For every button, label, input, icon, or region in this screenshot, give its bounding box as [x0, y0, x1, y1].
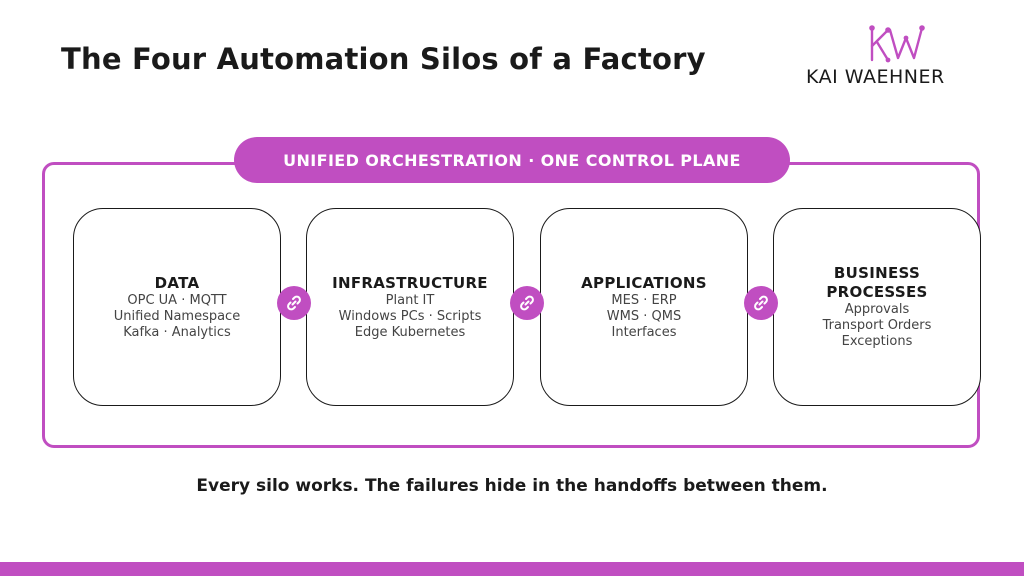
silo-infrastructure: INFRASTRUCTURE Plant IT Windows PCs · Sc…: [306, 208, 514, 406]
silo-title: INFRASTRUCTURE: [332, 273, 488, 292]
silo-detail: OPC UA · MQTT: [127, 292, 227, 308]
brand-logo: KAI WAEHNER: [806, 22, 986, 92]
link-icon: [510, 286, 544, 320]
silo-detail: Interfaces: [611, 324, 677, 340]
footer-caption: Every silo works. The failures hide in t…: [196, 476, 828, 496]
bottom-accent-bar: [0, 562, 1024, 576]
silo-detail: WMS · QMS: [606, 308, 682, 324]
silo-detail: Unified Namespace: [113, 308, 241, 324]
link-icon: [277, 286, 311, 320]
orchestration-banner: UNIFIED ORCHESTRATION · ONE CONTROL PLAN…: [234, 137, 790, 183]
silo-applications: APPLICATIONS MES · ERP WMS · QMS Interfa…: [540, 208, 748, 406]
silo-detail: Kafka · Analytics: [123, 324, 231, 340]
silo-data: DATA OPC UA · MQTT Unified Namespace Kaf…: [73, 208, 281, 406]
silo-title: DATA: [154, 273, 200, 292]
silo-detail: Approvals: [844, 302, 910, 317]
silo-detail: Plant IT: [385, 292, 435, 308]
silo-detail: Transport Orders: [822, 318, 932, 333]
silo-business-processes: BUSINESS PROCESSES Approvals Transport O…: [773, 208, 981, 406]
kw-monogram-icon: [869, 25, 925, 63]
silo-detail: Edge Kubernetes: [354, 324, 466, 340]
page-title: The Four Automation Silos of a Factory: [61, 42, 706, 76]
silo-title: PROCESSES: [826, 283, 928, 301]
silo-detail: MES · ERP: [611, 292, 677, 308]
silo-title: BUSINESS: [833, 264, 921, 282]
silo-detail: Windows PCs · Scripts: [338, 308, 482, 324]
silo-title: APPLICATIONS: [581, 273, 707, 292]
link-icon: [744, 286, 778, 320]
silo-detail: Exceptions: [841, 334, 913, 349]
logo-text: KAI WAEHNER: [806, 66, 945, 88]
